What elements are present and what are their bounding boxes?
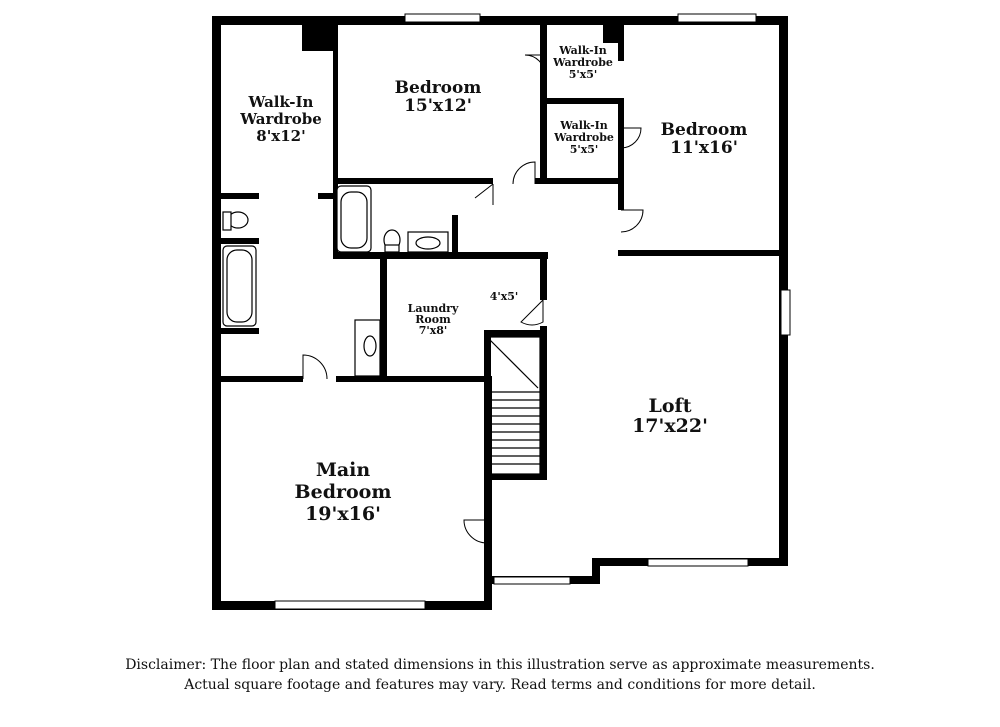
loft-size: 17'x22' (632, 415, 708, 437)
walkin-top-small-label-1: Walk-In (558, 44, 607, 57)
laundry-size: 7'x8' (419, 324, 448, 337)
walkin-top-small-label-2: Wardrobe (552, 56, 613, 69)
laundry-label-1: Laundry (408, 302, 459, 315)
room-labels: Walk-In Wardrobe 8'x12' Bedroom 15'x12' … (239, 44, 747, 525)
floor-plan: Walk-In Wardrobe 8'x12' Bedroom 15'x12' … (212, 13, 791, 610)
walkin-mid-small-size: 5'x5' (570, 143, 599, 156)
bedroom-right-size: 11'x16' (670, 138, 738, 158)
bedroom-top-label: Bedroom (395, 78, 482, 98)
closet-size: 4'x5' (490, 290, 519, 303)
windows (274, 13, 791, 610)
walkin-left-label-2: Wardrobe (239, 110, 322, 128)
loft-label: Loft (649, 395, 692, 417)
walkin-left-size: 8'x12' (256, 127, 305, 145)
disclaimer-line-2: Actual square footage and features may v… (184, 677, 816, 693)
main-bedroom-size: 19'x16' (305, 503, 381, 525)
main-bedroom-label-1: Main (316, 459, 371, 481)
bedroom-right-label: Bedroom (661, 120, 748, 140)
walkin-mid-small-label-1: Walk-In (559, 119, 608, 132)
bedroom-top-size: 15'x12' (404, 96, 472, 116)
disclaimer: Disclaimer: The floor plan and stated di… (0, 655, 1000, 695)
doors (302, 54, 644, 544)
bath-fixtures (222, 185, 449, 377)
disclaimer-line-1: Disclaimer: The floor plan and stated di… (125, 657, 875, 673)
main-bedroom-label-2: Bedroom (295, 481, 392, 503)
laundry-label-2: Room (415, 313, 451, 326)
walkin-mid-small-label-2: Wardrobe (553, 131, 614, 144)
walkin-left-label-1: Walk-In (248, 93, 314, 111)
stairs (487, 336, 541, 475)
walkin-top-small-size: 5'x5' (569, 68, 598, 81)
